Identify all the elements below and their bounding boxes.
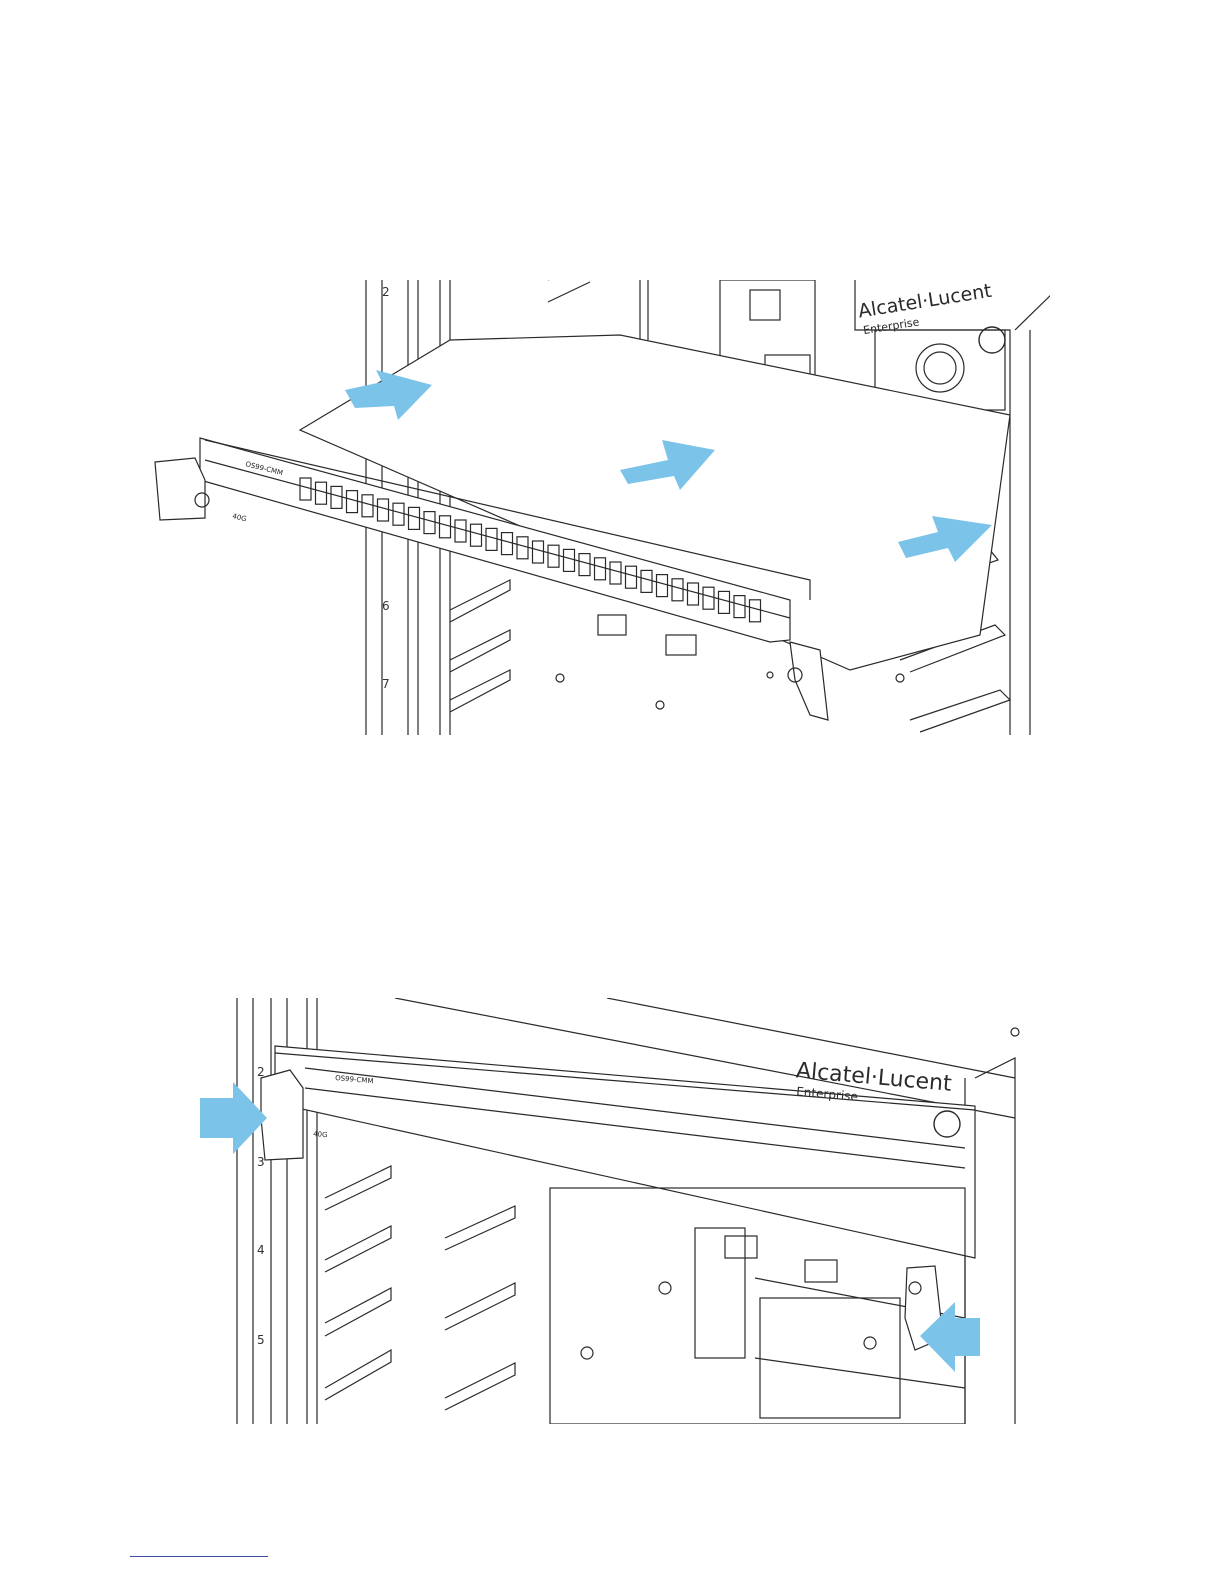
slot-number-4: 4 xyxy=(257,1243,265,1257)
slot-number-7: 7 xyxy=(382,677,390,691)
slot-number-2: 2 xyxy=(382,285,390,299)
module-insertion-figure: 2 6 7 OS99-CMM 40G Alcatel·Lucent Enterp… xyxy=(150,280,1050,735)
slot-number-3: 3 xyxy=(257,1155,265,1169)
brand-logo: Alcatel·Lucent Enterprise xyxy=(857,280,996,337)
logo-line-1: Alcatel·Lucent xyxy=(857,280,994,323)
slot-number-6: 6 xyxy=(382,599,390,613)
push-arrow-icon xyxy=(200,1082,267,1154)
port-speed-label: 40G xyxy=(232,512,248,523)
slot-number-2: 2 xyxy=(257,1065,265,1079)
slot-number-5: 5 xyxy=(257,1333,265,1347)
footer-rule xyxy=(130,1556,268,1557)
module-insertion-drawing: 2 6 7 OS99-CMM 40G Alcatel·Lucent Enterp… xyxy=(150,280,1050,735)
ejector-close-figure: 2 3 4 5 OS99-CMM 40G Alcatel·Lucent Ente… xyxy=(195,998,1035,1424)
ejector-close-drawing: 2 3 4 5 OS99-CMM 40G Alcatel·Lucent Ente… xyxy=(195,998,1035,1424)
port-speed-label: 40G xyxy=(313,1130,328,1139)
logo-emblem-icon xyxy=(979,327,1005,353)
